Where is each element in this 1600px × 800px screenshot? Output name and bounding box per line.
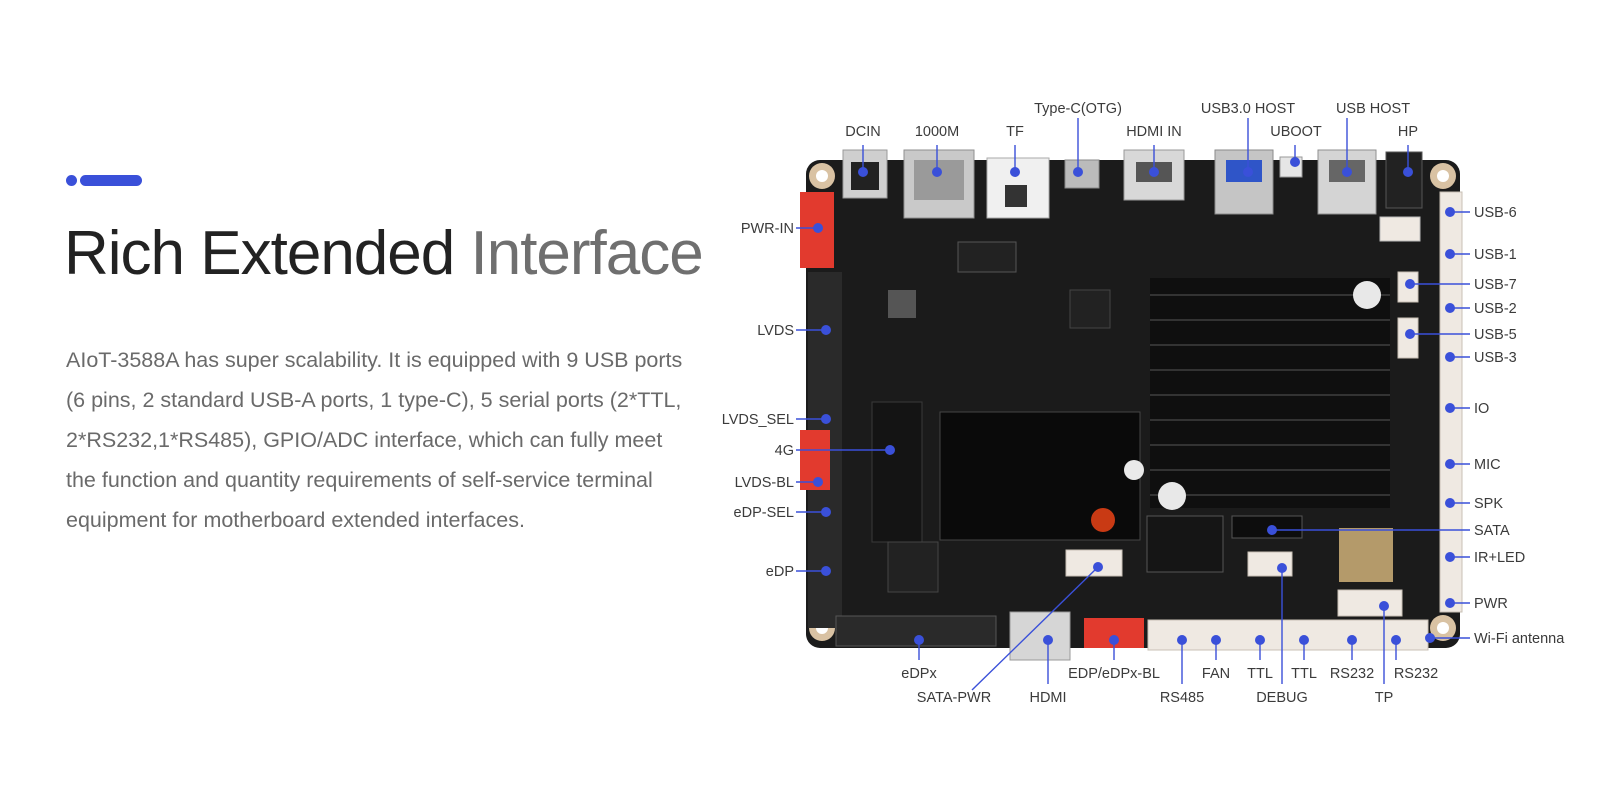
label-edpx: eDPx: [901, 666, 937, 682]
label-4g: 4G: [775, 443, 794, 459]
label-usb-6: USB-6: [1474, 205, 1517, 221]
label-ir-led: IR+LED: [1474, 550, 1525, 566]
label-sata: SATA: [1474, 523, 1510, 539]
label-usb-3: USB-3: [1474, 350, 1517, 366]
title-light: Interface: [470, 219, 703, 288]
board-chips: [871, 241, 1393, 593]
label-hdmi-in: HDMI IN: [1126, 124, 1182, 140]
label-lvds: LVDS: [757, 323, 794, 339]
label-usb-5: USB-5: [1474, 327, 1517, 343]
page-title: Rich Extended Interface: [64, 218, 704, 289]
label-type-c: Type-C(OTG): [1034, 101, 1122, 117]
label-edp-sel: eDP-SEL: [734, 505, 794, 521]
label-1000m: 1000M: [915, 124, 959, 140]
callout-labels: DCIN 1000M TF Type-C(OTG) HDMI IN USB3.0…: [722, 101, 1565, 706]
description-text: AIoT-3588A has super scalability. It is …: [66, 348, 683, 532]
label-lvds-bl: LVDS-BL: [735, 475, 794, 491]
label-usb-1: USB-1: [1474, 247, 1517, 263]
label-tf: TF: [1006, 124, 1024, 140]
label-sata-pwr: SATA-PWR: [917, 690, 991, 706]
label-hdmi: HDMI: [1029, 690, 1066, 706]
label-usb30-host: USB3.0 HOST: [1201, 101, 1295, 117]
label-usb-7: USB-7: [1474, 277, 1517, 293]
heatsink: [1150, 278, 1390, 510]
label-rs232-b: RS232: [1394, 666, 1438, 682]
label-edp-bl: EDP/eDPx-BL: [1068, 666, 1160, 682]
label-fan: FAN: [1202, 666, 1230, 682]
label-usb-2: USB-2: [1474, 301, 1517, 317]
label-rs232-a: RS232: [1330, 666, 1374, 682]
marker-dots: [813, 157, 1455, 645]
label-usb-host: USB HOST: [1336, 101, 1410, 117]
title-dark: Rich Extended: [64, 219, 455, 288]
label-ttl-1: TTL: [1247, 666, 1273, 682]
label-rs485: RS485: [1160, 690, 1204, 706]
label-edp: eDP: [766, 564, 794, 580]
label-mic: MIC: [1474, 457, 1501, 473]
label-tp: TP: [1375, 690, 1394, 706]
label-wifi-antenna: Wi-Fi antenna: [1474, 631, 1565, 647]
label-ttl-2: TTL: [1291, 666, 1317, 682]
accent-dot: [66, 175, 77, 186]
accent-line: [80, 175, 142, 186]
label-uboot: UBOOT: [1270, 124, 1322, 140]
label-pwr-in: PWR-IN: [741, 221, 794, 237]
label-lvds-sel: LVDS_SEL: [722, 412, 794, 428]
label-pwr: PWR: [1474, 596, 1508, 612]
label-io: IO: [1474, 401, 1489, 417]
label-hp: HP: [1398, 124, 1418, 140]
label-spk: SPK: [1474, 496, 1503, 512]
label-dcin: DCIN: [845, 124, 880, 140]
label-debug: DEBUG: [1256, 690, 1308, 706]
